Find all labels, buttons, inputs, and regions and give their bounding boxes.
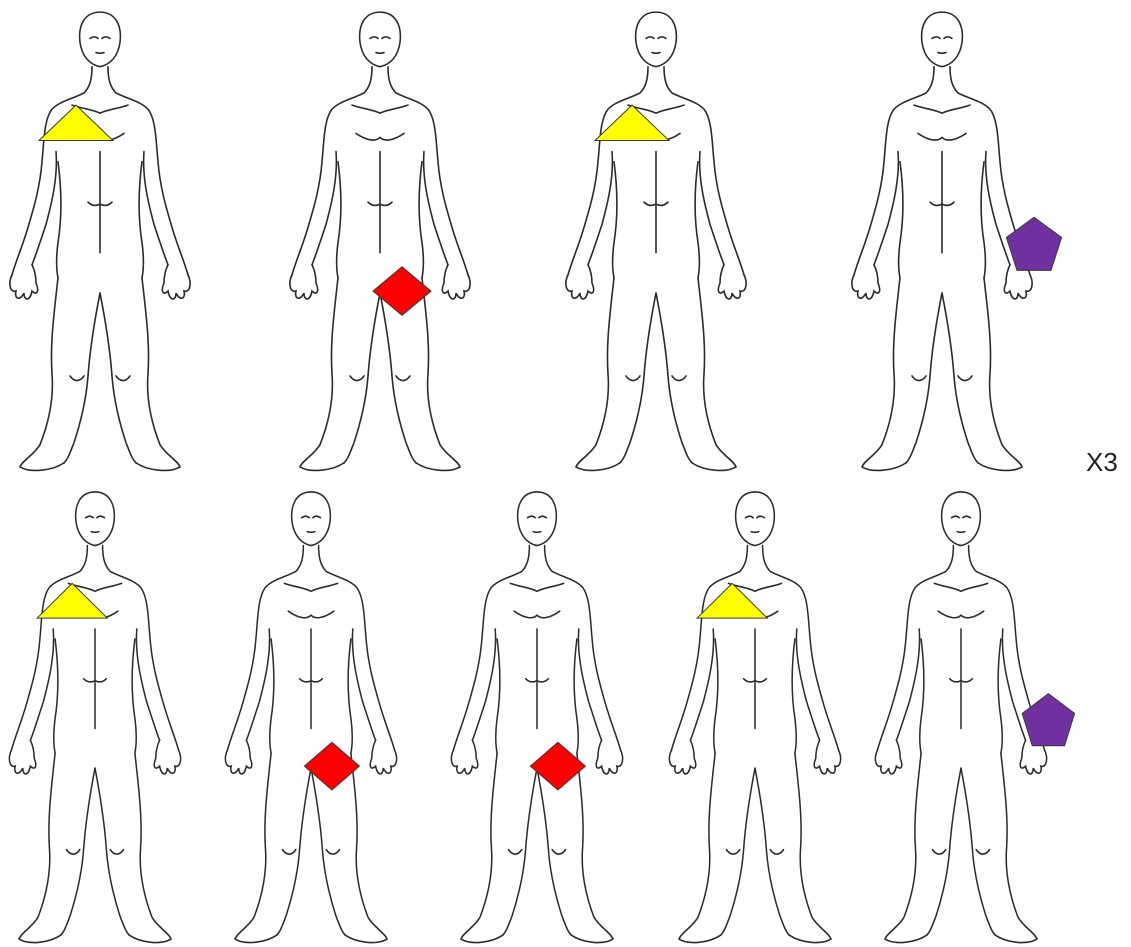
body-outline [0, 480, 190, 947]
bottom-row [0, 480, 1131, 947]
human-figure [660, 480, 850, 947]
body-outline [842, 0, 1042, 475]
body-outline [442, 480, 632, 947]
yellow-triangle-marker [697, 583, 767, 618]
yellow-triangle-marker [595, 105, 669, 140]
yellow-triangle-marker [39, 105, 113, 140]
human-figure [0, 480, 190, 947]
human-figure [842, 0, 1042, 475]
body-outline [556, 0, 756, 475]
human-figure [280, 0, 480, 475]
human-figure [0, 0, 200, 475]
purple-pentagon-marker [1022, 694, 1074, 746]
body-outline [216, 480, 406, 947]
top-row [0, 0, 1131, 475]
human-figure [216, 480, 406, 947]
purple-pentagon-marker [1006, 217, 1061, 270]
body-outline [0, 0, 200, 475]
human-figure [556, 0, 756, 475]
body-outline [280, 0, 480, 475]
multiplier-label: X3 [1086, 447, 1118, 478]
human-figure [442, 480, 632, 947]
body-outline [866, 480, 1056, 947]
human-figure [866, 480, 1056, 947]
body-outline [660, 480, 850, 947]
yellow-triangle-marker [37, 583, 107, 618]
